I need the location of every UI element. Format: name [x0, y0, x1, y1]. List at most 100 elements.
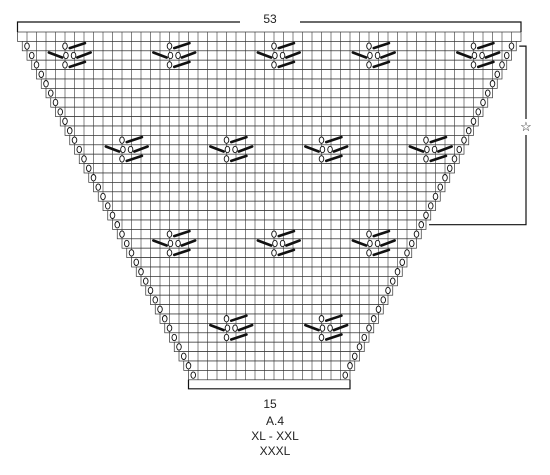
yarn-over-icon [224, 324, 231, 332]
chart-row [126, 247, 413, 258]
yarn-over-right-icon [423, 211, 429, 219]
yarn-over-left-icon [85, 164, 92, 172]
yarn-over-right-icon [399, 258, 406, 266]
yarn-over-right-icon [361, 333, 368, 342]
yarn-over-right-icon [466, 127, 472, 135]
row-cell-band [40, 78, 498, 89]
yarn-over-left-icon [166, 324, 173, 332]
decrease-slash-icon [172, 229, 191, 238]
top-stitch-count: 53 [263, 12, 277, 26]
yarn-over-right-icon [485, 89, 491, 97]
chart-row [55, 106, 484, 117]
chart-row [131, 257, 408, 268]
yarn-over-icon [63, 51, 69, 60]
chart-row [173, 341, 365, 352]
yarn-over-icon [272, 51, 278, 60]
top-bracket-left [16, 21, 240, 32]
yarn-over-left-icon [24, 42, 30, 50]
yarn-over-icon [374, 51, 381, 60]
yarn-over-left-icon [71, 136, 78, 144]
chart-id: A.4 [265, 414, 284, 428]
yarn-over-left-icon [90, 174, 97, 182]
decrease-slash-icon [304, 323, 320, 332]
chart-row [102, 200, 436, 211]
yarn-over-icon [70, 51, 77, 60]
row-cell-band [131, 257, 408, 268]
yarn-over-left-icon [190, 371, 196, 379]
yarn-over-left-icon [180, 352, 187, 360]
decrease-slash-icon [324, 314, 343, 323]
yarn-over-icon [166, 249, 173, 257]
yarn-over-left-icon [171, 333, 177, 342]
decrease-slash-icon [372, 229, 391, 238]
row-cell-band [140, 276, 398, 287]
yarn-over-icon [423, 155, 429, 163]
decrease-slash-icon [351, 239, 368, 247]
yarn-over-right-icon [366, 324, 372, 332]
yarn-over-right-icon [418, 221, 425, 229]
decrease-slash-icon [304, 145, 320, 153]
row-cell-band [88, 172, 451, 183]
yarn-over-left-icon [100, 192, 106, 201]
yarn-over-icon [120, 145, 126, 154]
row-cell-band [102, 200, 436, 211]
decrease-slash-icon [429, 154, 448, 163]
yarn-over-right-icon [371, 315, 377, 323]
row-cell-band [36, 69, 503, 80]
chart-row [50, 97, 489, 108]
yarn-over-right-icon [451, 155, 458, 163]
decrease-slash-icon [277, 41, 296, 50]
decrease-slash-icon [104, 145, 121, 153]
yarn-over-right-icon [494, 70, 501, 78]
decrease-slash-icon [152, 51, 168, 59]
chart-row [107, 210, 432, 221]
yarn-over-left-icon [29, 51, 35, 60]
yarn-over-icon [271, 42, 277, 50]
yarn-over-right-icon [347, 362, 353, 370]
decrease-slash-icon [172, 60, 191, 69]
top-bracket-right [300, 21, 522, 32]
yarn-over-right-icon [413, 230, 420, 238]
yarn-over-right-icon [480, 98, 486, 107]
yarn-over-right-icon [504, 51, 510, 60]
chart-row [159, 313, 379, 324]
decrease-slash-icon [76, 51, 92, 59]
chart-row [93, 182, 446, 193]
row-cell-band [154, 304, 384, 315]
yarn-over-right-icon [380, 296, 387, 304]
decrease-slash-icon [285, 51, 301, 59]
row-cell-band [173, 341, 365, 352]
yarn-over-icon [223, 333, 230, 342]
yarn-over-right-icon [342, 371, 349, 379]
yarn-over-icon [318, 136, 325, 144]
decrease-slash-icon [172, 41, 191, 50]
row-cell-band [183, 360, 356, 371]
yarn-over-icon [431, 145, 438, 154]
yarn-over-left-icon [152, 296, 158, 304]
yarn-over-icon [366, 249, 372, 257]
yarn-over-left-icon [161, 315, 168, 323]
yarn-over-icon [470, 42, 477, 50]
row-cell-band [83, 163, 455, 174]
yarn-over-right-icon [432, 192, 439, 201]
decrease-slash-icon [256, 239, 273, 247]
yarn-over-icon [62, 42, 68, 50]
yarn-over-icon [318, 155, 325, 163]
yarn-over-left-icon [104, 202, 111, 210]
chart-row [59, 116, 479, 127]
yarn-over-icon [166, 42, 173, 50]
decrease-slash-icon [277, 229, 296, 238]
yarn-over-right-icon [375, 305, 382, 313]
decrease-slash-icon [68, 41, 87, 50]
decrease-slash-icon [209, 323, 225, 332]
yarn-over-right-icon [428, 202, 434, 210]
yarn-over-right-icon [499, 61, 505, 69]
yarn-over-left-icon [142, 277, 149, 285]
yarn-over-icon [367, 51, 373, 60]
yarn-over-right-icon [475, 108, 482, 116]
yarn-over-left-icon [62, 117, 68, 125]
yarn-over-left-icon [119, 230, 125, 238]
decrease-slash-icon [237, 145, 254, 153]
yarn-over-left-icon [81, 155, 87, 163]
